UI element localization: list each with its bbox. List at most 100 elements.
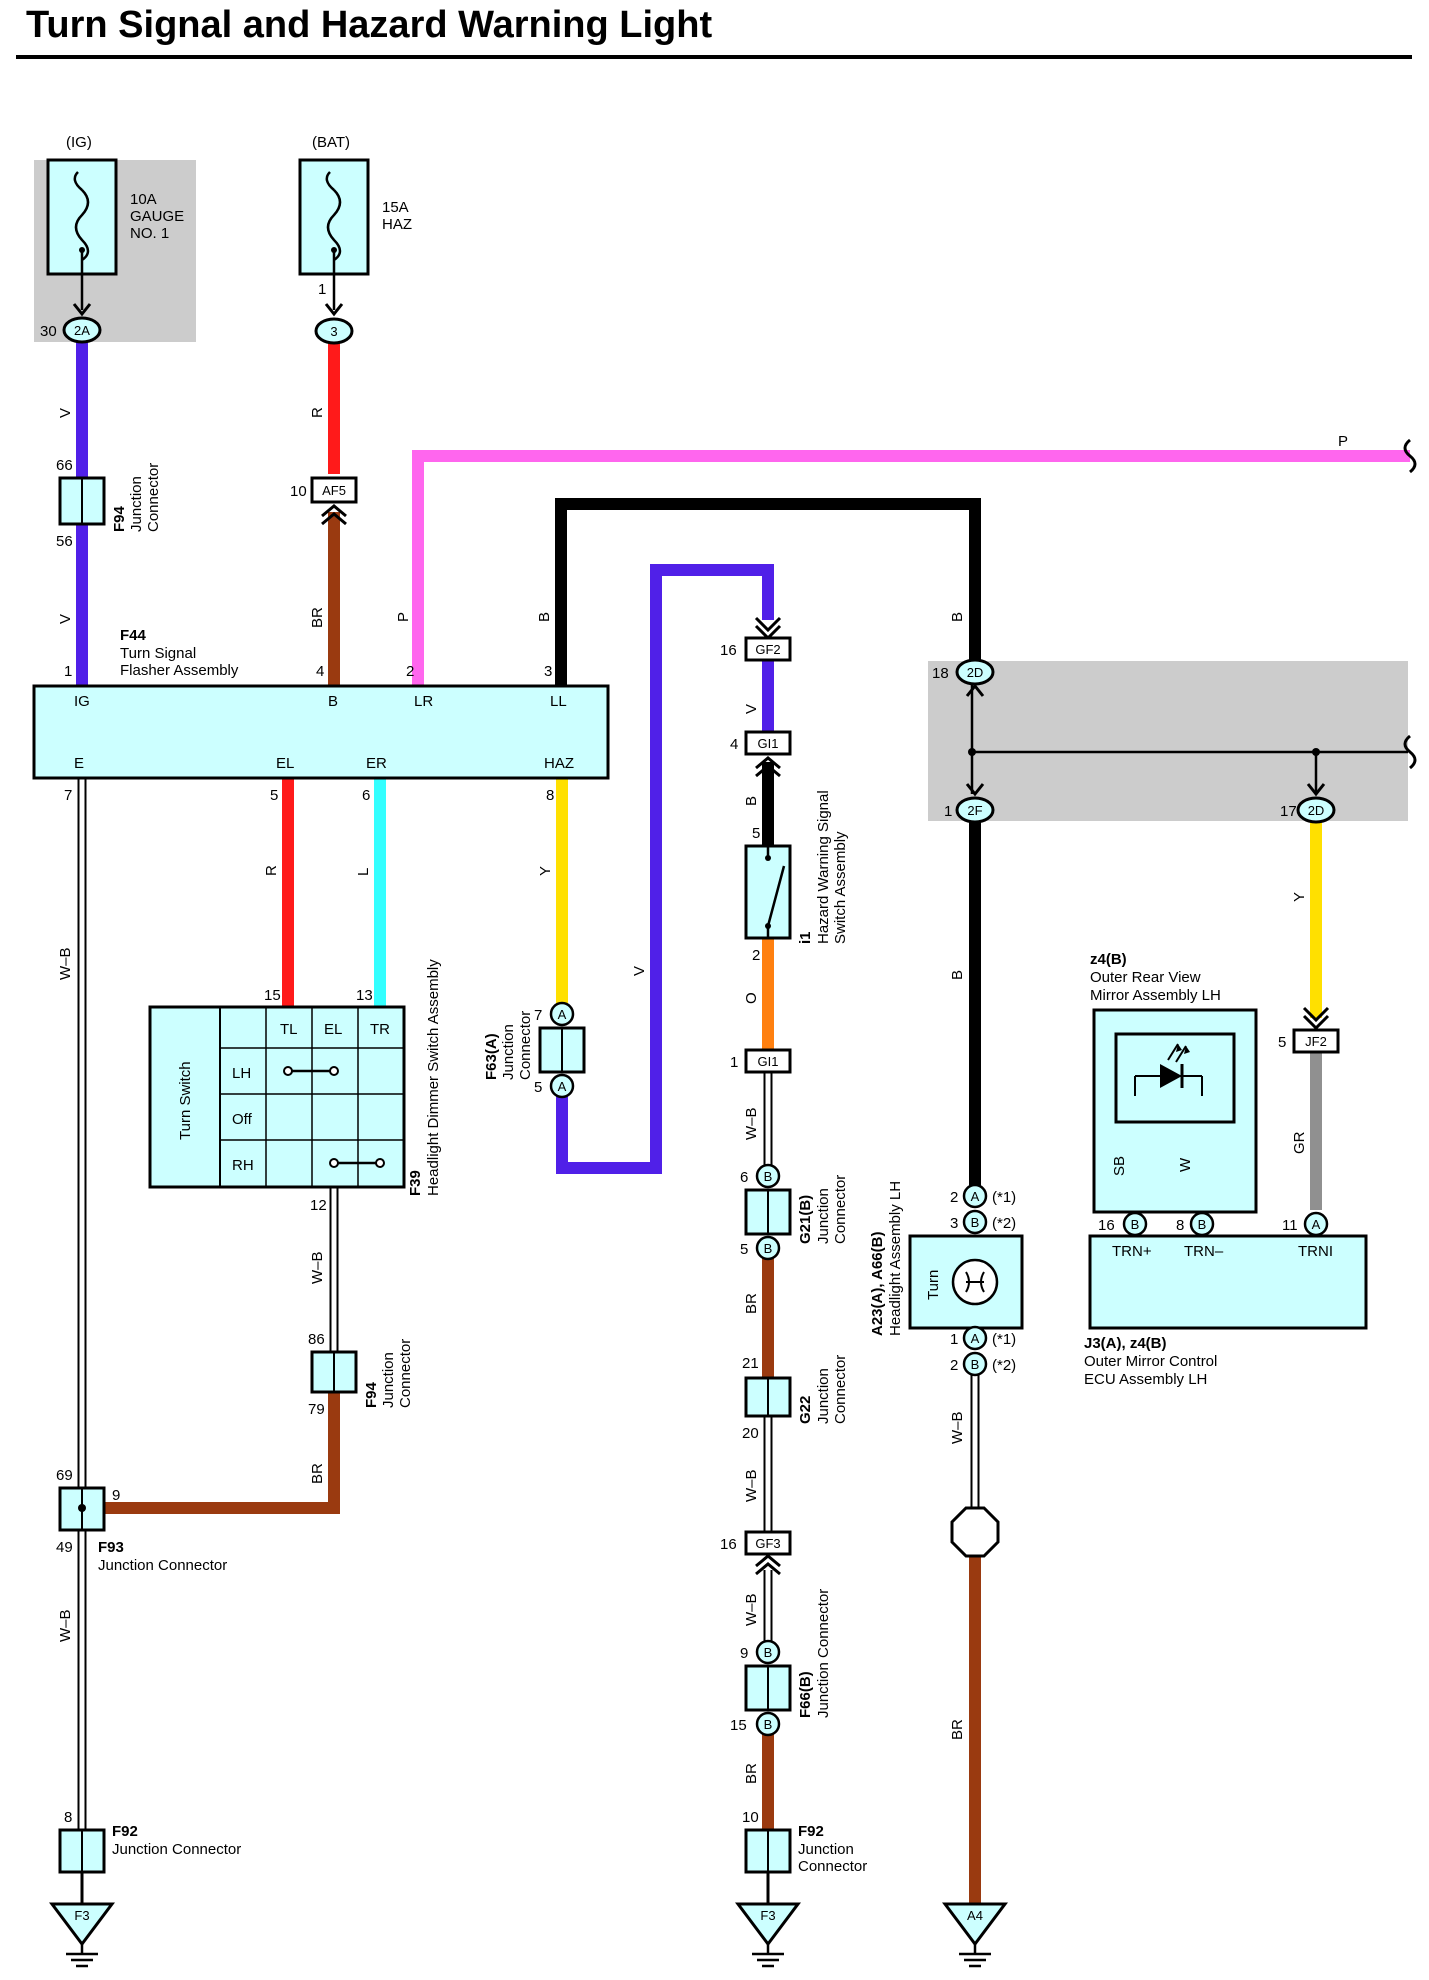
junction-f94-lower — [310, 1350, 358, 1394]
ecu-term-trni: TRNI — [1298, 1243, 1333, 1260]
wire-code-wb-1: W–B — [57, 947, 74, 980]
pin-12: 12 — [310, 1197, 327, 1214]
mirror-name-2: Mirror Assembly LH — [1090, 987, 1221, 1004]
headlight-assembly — [908, 1234, 1024, 1330]
junction-f94-top-code: F94 — [111, 505, 128, 532]
wire-ll-black — [555, 498, 981, 686]
flasher-term-b: B — [328, 693, 338, 710]
wire-code-b-1: B — [536, 612, 553, 622]
note-2-top: (*2) — [992, 1215, 1016, 1232]
pin-30: 30 — [40, 323, 57, 340]
wire-haz-violet — [556, 564, 774, 1174]
note-1-bottom: (*1) — [992, 1331, 1016, 1348]
fuse-gauge — [46, 158, 118, 317]
junction-f92-center-code: F92 — [798, 1823, 824, 1840]
junction-f63-name-1: Junction — [500, 1024, 517, 1080]
supply-bat: (BAT) — [312, 134, 350, 151]
wire-code-l: L — [355, 868, 372, 876]
junction-g22-name-2: Connector — [832, 1355, 849, 1424]
wire-code-b-4: B — [949, 970, 966, 980]
pin-1-flasher: 1 — [64, 663, 72, 680]
wire-code-r: R — [309, 407, 326, 418]
pin-13: 13 — [356, 987, 373, 1004]
title-rule — [16, 55, 1412, 59]
headlight-connector-bottom: A B — [962, 1325, 988, 1377]
flasher-term-ig: IG — [74, 693, 90, 710]
turn-switch-name: Headlight Dimmer Switch Assembly — [425, 959, 442, 1196]
junction-f63-code: F63(A) — [483, 1033, 500, 1080]
fuse-haz-name: HAZ — [382, 216, 412, 233]
ecu-term-trn-minus: TRN– — [1184, 1243, 1224, 1260]
junction-f63-name-2: Connector — [517, 1011, 534, 1080]
connector-gi1-bottom: GI1 — [744, 1048, 792, 1074]
pin-11-ecu: 11 — [1282, 1217, 1298, 1234]
pin-9-f66: 9 — [740, 1645, 748, 1662]
wire-code-wb-6: W–B — [743, 1593, 760, 1626]
pin-4-flasher: 4 — [316, 663, 324, 680]
wire-code-r-2: R — [263, 865, 280, 876]
junction-g22-name-1: Junction — [815, 1368, 832, 1424]
pin-16-gf3: 16 — [720, 1536, 737, 1553]
svg-text:GI1: GI1 — [758, 736, 779, 751]
junction-f93-code: F93 — [98, 1539, 124, 1556]
pin-2-flasher: 2 — [406, 663, 414, 680]
svg-text:B: B — [971, 1215, 980, 1230]
wire-code-o: O — [743, 992, 760, 1004]
wire-code-br-2: BR — [309, 1463, 326, 1484]
pin-15: 15 — [264, 987, 281, 1004]
wire-code-v-3: V — [631, 966, 648, 976]
node-jb-right — [1312, 748, 1320, 756]
pin-16-gf2: 16 — [720, 642, 737, 659]
wire-code-w: W — [1177, 1157, 1194, 1172]
connector-2f: 2F — [955, 783, 995, 824]
turn-switch-code: F39 — [407, 1170, 424, 1196]
mirror-code: z4(B) — [1090, 951, 1127, 968]
supply-ig: (IG) — [66, 134, 92, 151]
junction-f94-top-name-1: Junction — [128, 476, 145, 532]
break-mark-pink — [1403, 438, 1417, 474]
junction-f92-left — [58, 1828, 106, 1874]
junction-f94-lower-code: F94 — [363, 1381, 380, 1408]
junction-g22-code: G22 — [797, 1396, 814, 1424]
hazard-switch-name-1: Hazard Warning Signal — [815, 790, 832, 944]
connector-gf3: GF3 — [744, 1530, 792, 1576]
junction-f92-center-name-2: Connector — [798, 1858, 867, 1875]
page-title: Turn Signal and Hazard Warning Light — [26, 4, 713, 46]
wire-lr-pink — [412, 450, 1410, 686]
junction-f92-center — [744, 1828, 792, 1874]
wire-code-p-2: P — [1338, 433, 1348, 450]
connector-af5: AF5 — [310, 476, 358, 526]
svg-text:3: 3 — [330, 324, 337, 339]
svg-text:AF5: AF5 — [322, 483, 346, 498]
svg-text:GI1: GI1 — [758, 1054, 779, 1069]
turn-switch-label: Turn Switch — [177, 1061, 194, 1140]
wire-code-br-1: BR — [309, 607, 326, 628]
pin-66: 66 — [56, 457, 73, 474]
pin-6: 6 — [362, 787, 370, 804]
hazard-switch — [744, 844, 792, 940]
pin-7: 7 — [64, 787, 72, 804]
svg-text:A: A — [558, 1079, 567, 1094]
wire-code-wb-5: W–B — [743, 1469, 760, 1502]
pin-1-a23: 1 — [950, 1331, 958, 1348]
turn-switch-row-lh: LH — [232, 1065, 251, 1082]
pin-15-f66: 15 — [730, 1717, 747, 1734]
connector-3: 3 — [314, 317, 354, 345]
pin-20: 20 — [742, 1425, 759, 1442]
pin-1-gi1: 1 — [730, 1054, 738, 1071]
svg-text:F3: F3 — [760, 1908, 775, 1923]
junction-g21-name-1: Junction — [815, 1188, 832, 1244]
connector-jf2: JF2 — [1292, 1006, 1340, 1054]
pin-4-gi1: 4 — [730, 736, 738, 753]
pin-5-i1: 5 — [752, 825, 760, 842]
pin-5-jf2: 5 — [1278, 1034, 1286, 1051]
wire-code-sb: SB — [1111, 1156, 1128, 1176]
fuse-gauge-rating: 10A — [130, 191, 157, 208]
pin-69: 69 — [56, 1467, 73, 1484]
pin-8: 8 — [546, 787, 554, 804]
turn-switch — [148, 1005, 406, 1189]
flasher-term-e: E — [74, 755, 84, 772]
svg-text:B: B — [1198, 1217, 1207, 1232]
flasher-term-ll: LL — [550, 693, 567, 710]
ground-f3-center: F3 — [735, 1902, 801, 1968]
